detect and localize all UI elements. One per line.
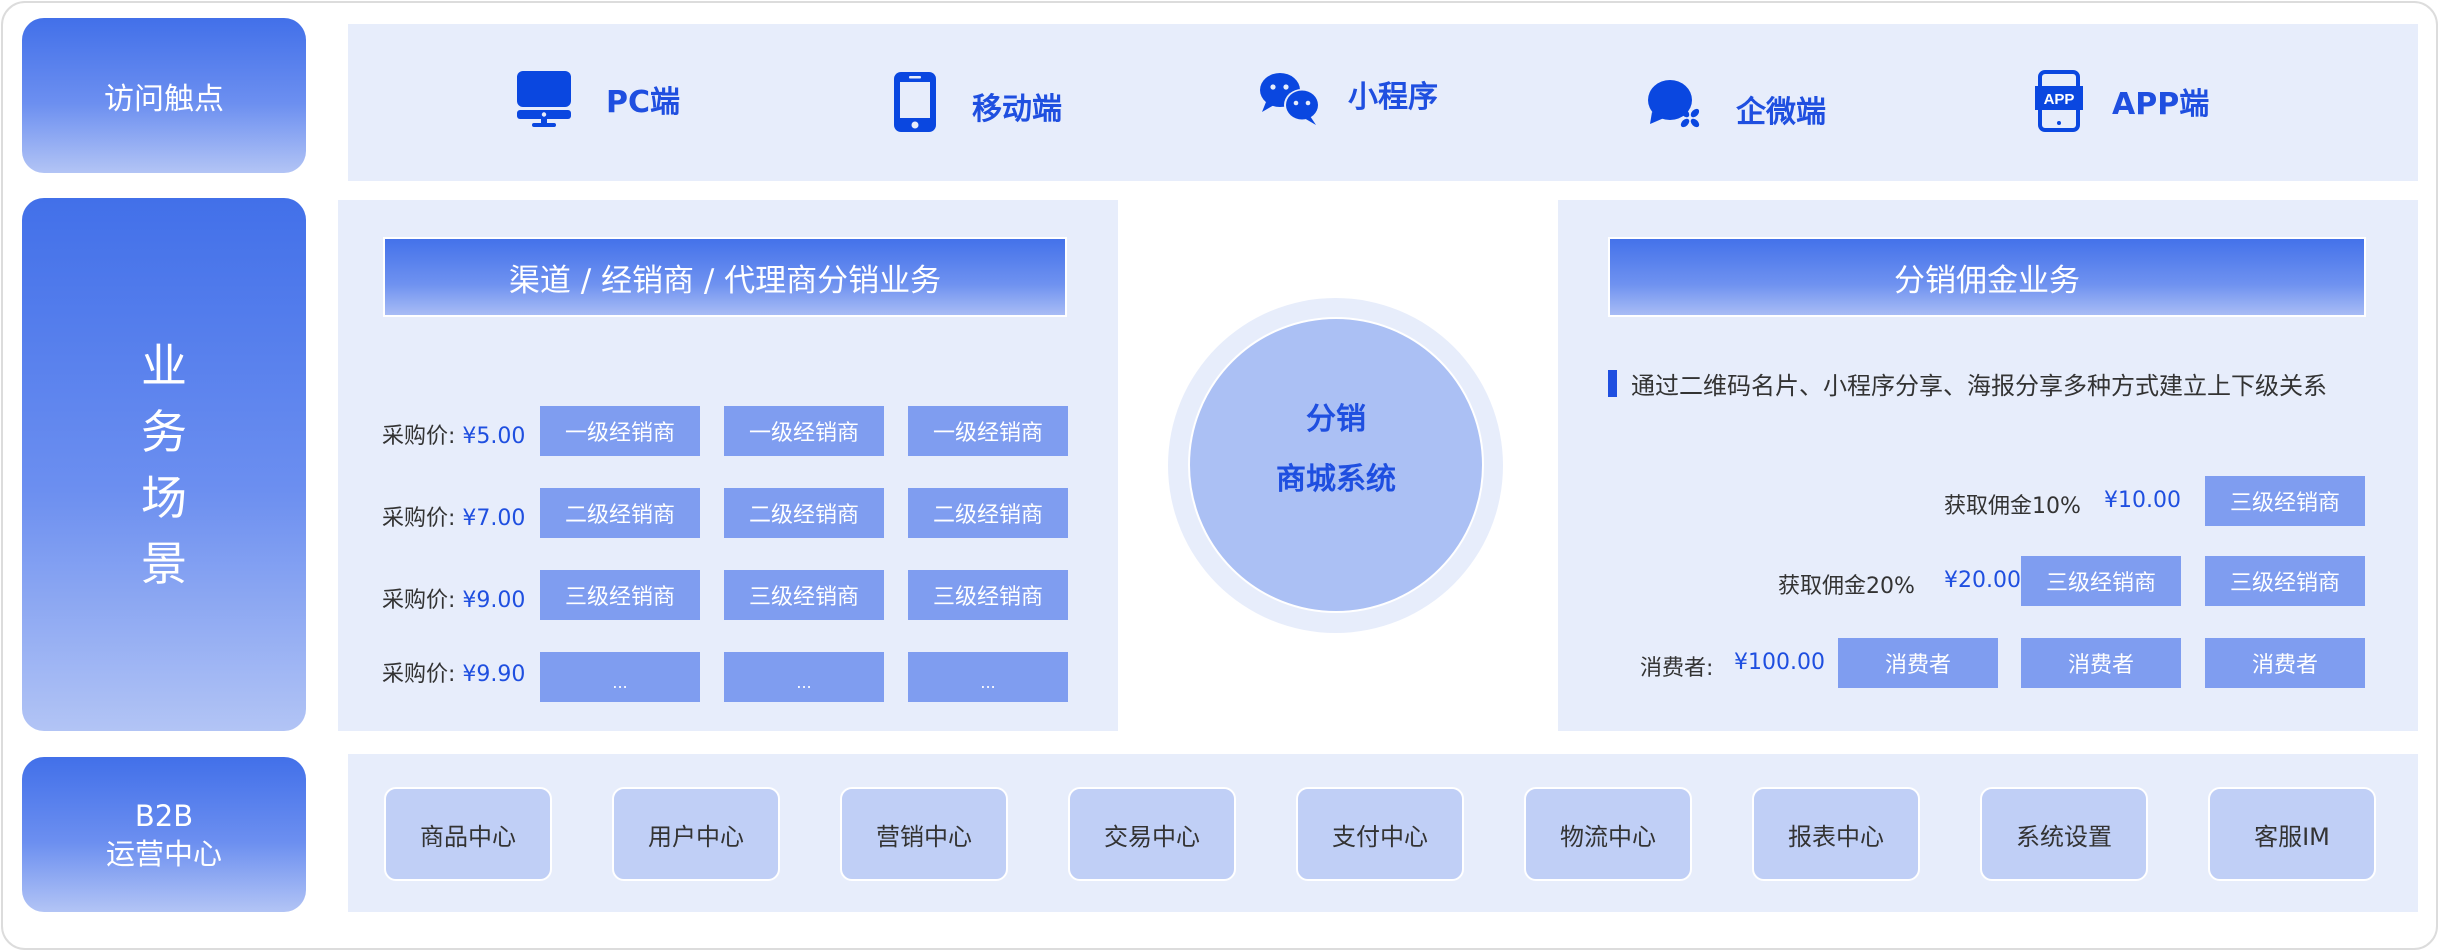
row-label-access-points: 访问触点: [22, 18, 306, 173]
module-trade-center[interactable]: 交易中心: [1068, 787, 1236, 881]
desktop-monitor-icon: [517, 71, 571, 127]
dealer-chip: 二级经销商: [540, 488, 700, 538]
wechat-icon: [1260, 73, 1320, 125]
price-label: 采购价:: [382, 506, 456, 531]
dealer-chip-more: ...: [724, 652, 884, 702]
panel-title-text: 分销佣金业务: [1894, 262, 2080, 299]
row-label-char: 场: [141, 470, 187, 525]
commission-label-20: 获取佣金20%: [1778, 574, 1915, 599]
module-user-center[interactable]: 用户中心: [612, 787, 780, 881]
row-label-line1: B2B: [134, 798, 194, 833]
module-system-settings[interactable]: 系统设置: [1980, 787, 2148, 881]
purchase-price-row-2: 采购价: ¥7.00: [382, 500, 525, 532]
price-label: 采购价:: [382, 588, 456, 613]
access-point-label: 企微端: [1736, 95, 1826, 130]
price-label: 采购价:: [382, 424, 456, 449]
dealer-chip: 三级经销商: [724, 570, 884, 620]
access-point-pc: PC端: [516, 70, 680, 128]
dealer-chip-more: ...: [908, 652, 1068, 702]
row-label-char: 业: [141, 338, 187, 393]
dealer-chip: 三级经销商: [540, 570, 700, 620]
dealer-chip: 三级经销商: [2205, 476, 2365, 526]
commission-description: 通过二维码名片、小程序分享、海报分享多种方式建立上下级关系: [1608, 366, 2327, 401]
module-report-center[interactable]: 报表中心: [1752, 787, 1920, 881]
consumer-chip: 消费者: [2021, 638, 2181, 688]
module-product-center[interactable]: 商品中心: [384, 787, 552, 881]
accent-bar: [1608, 370, 1617, 397]
center-title-line2: 商城系统: [1276, 462, 1396, 497]
mobile-phone-icon: [894, 72, 936, 132]
wecom-icon: [1648, 80, 1700, 128]
row-label-line2: 运营中心: [105, 836, 222, 871]
access-point-mini-program: 小程序: [1258, 70, 1438, 126]
module-customer-service-im[interactable]: 客服IM: [2208, 787, 2376, 881]
row-label-operations-center: B2B 运营中心: [22, 757, 306, 912]
dealer-chip: 二级经销商: [724, 488, 884, 538]
access-point-wecom: 企微端: [1646, 78, 1826, 134]
channel-panel-title: 渠道 / 经销商 / 代理商分销业务: [383, 237, 1067, 317]
commission-panel-title: 分销佣金业务: [1608, 237, 2366, 317]
commission-amount-20: ¥20.00: [1944, 568, 2021, 593]
dealer-chip: 三级经销商: [2205, 556, 2365, 606]
panel-title-text: 渠道 / 经销商 / 代理商分销业务: [508, 262, 942, 299]
dealer-chip: 三级经销商: [2021, 556, 2181, 606]
price-label: 采购价:: [382, 662, 456, 687]
purchase-price-row-3: 采购价: ¥9.00: [382, 582, 525, 614]
access-point-app: APP APP端: [2034, 70, 2209, 132]
module-payment-center[interactable]: 支付中心: [1296, 787, 1464, 881]
commission-label-10: 获取佣金10%: [1944, 494, 2081, 519]
module-marketing-center[interactable]: 营销中心: [840, 787, 1008, 881]
consumer-chip: 消费者: [1838, 638, 1998, 688]
distribution-mall-system-circle: 分销 商城系统: [1188, 317, 1484, 613]
consumer-amount: ¥100.00: [1734, 650, 1825, 675]
purchase-price-row-1: 采购价: ¥5.00: [382, 418, 525, 450]
access-point-label: 小程序: [1348, 80, 1438, 115]
dealer-chip: 二级经销商: [908, 488, 1068, 538]
access-point-label: PC端: [606, 85, 681, 120]
price-value: ¥7.00: [462, 506, 526, 531]
row-label-text: 访问触点: [104, 81, 224, 117]
dealer-chip: 一级经销商: [724, 406, 884, 456]
access-point-label: APP端: [2112, 87, 2210, 122]
dealer-chip: 一级经销商: [908, 406, 1068, 456]
price-value: ¥5.00: [462, 424, 526, 449]
commission-amount-10: ¥10.00: [2104, 488, 2181, 513]
consumer-chip: 消费者: [2205, 638, 2365, 688]
dealer-chip: 三级经销商: [908, 570, 1068, 620]
dealer-chip: 一级经销商: [540, 406, 700, 456]
consumer-label: 消费者:: [1640, 656, 1714, 681]
dealer-chip-more: ...: [540, 652, 700, 702]
svg-text:APP: APP: [2044, 91, 2075, 108]
description-text: 通过二维码名片、小程序分享、海报分享多种方式建立上下级关系: [1631, 372, 2327, 400]
price-value: ¥9.00: [462, 588, 526, 613]
app-phone-icon: APP: [2035, 70, 2083, 132]
row-label-business-scenarios: 业 务 场 景: [22, 198, 306, 731]
purchase-price-row-4: 采购价: ¥9.90: [382, 656, 525, 688]
access-point-mobile: 移动端: [892, 70, 1062, 134]
price-value: ¥9.90: [462, 662, 526, 687]
module-logistics-center[interactable]: 物流中心: [1524, 787, 1692, 881]
access-point-label: 移动端: [972, 92, 1062, 127]
row-label-char: 务: [141, 404, 187, 459]
center-title-line1: 分销: [1306, 402, 1366, 437]
row-label-char: 景: [141, 536, 187, 591]
